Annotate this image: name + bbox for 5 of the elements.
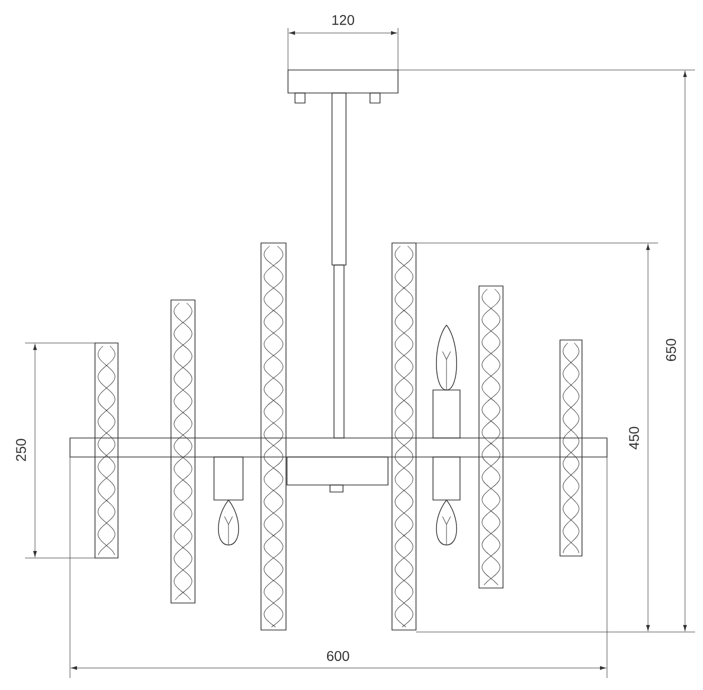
dimension-label: 450 [629, 426, 639, 450]
dimension-label: 650 [666, 338, 676, 361]
dimension-label: 120 [332, 15, 354, 25]
dimension-label: 600 [327, 651, 350, 661]
dimension-label: 250 [16, 438, 26, 461]
